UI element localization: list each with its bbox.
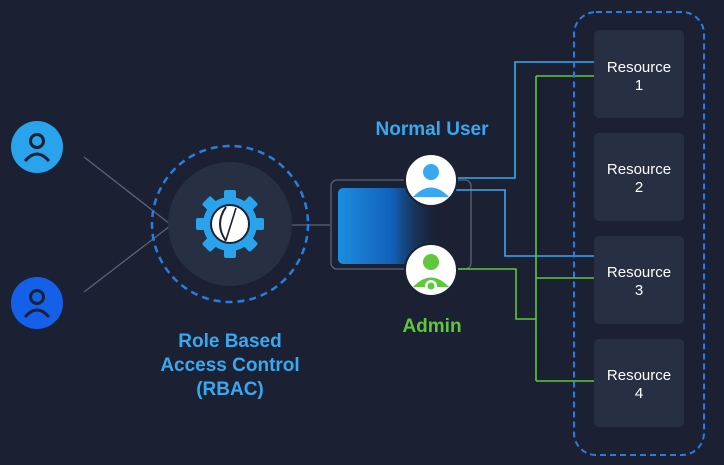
resources-container: Resource 1 Resource 2 Resource 3 Resourc… <box>573 11 705 456</box>
normal-user-node: Normal User <box>376 119 490 207</box>
connector-user-1 <box>83 156 171 225</box>
rbac-label-line-3: (RBAC) <box>196 379 264 400</box>
resource-4-number: 4 <box>635 385 643 402</box>
resource-2-label: Resource <box>607 161 671 178</box>
resource-2-number: 2 <box>635 179 643 196</box>
normal-user-connections <box>456 61 594 257</box>
connector-user-2 <box>83 225 171 293</box>
admin-node: Admin <box>402 243 462 337</box>
rbac-node: Role Based Access Control (RBAC) <box>150 144 310 400</box>
normal-user-label: Normal User <box>376 119 490 140</box>
role-router <box>330 179 472 270</box>
router-block <box>338 188 438 264</box>
resource-3: Resource 3 <box>594 236 684 324</box>
admin-label: Admin <box>402 316 461 337</box>
rbac-label-line-2: Access Control <box>160 355 299 376</box>
user-icon <box>23 133 51 163</box>
resource-3-label: Resource <box>607 264 671 281</box>
normal-user-to-resource-1 <box>456 61 594 179</box>
rbac-dashed-ring <box>150 144 310 304</box>
normal-user-to-resource-3 <box>456 189 594 257</box>
user-icon <box>23 289 51 319</box>
resource-3-number: 3 <box>635 282 643 299</box>
resource-1-number: 1 <box>635 77 643 94</box>
gear-icon <box>196 190 264 258</box>
user-avatar-2 <box>11 277 63 329</box>
user-icon <box>413 164 449 197</box>
resource-4: Resource 4 <box>594 339 684 427</box>
admin-gear-user-icon <box>413 254 449 292</box>
admin-connections <box>456 75 594 382</box>
user-avatar-1 <box>11 121 63 173</box>
resource-1-label: Resource <box>607 59 671 76</box>
admin-stem <box>456 268 536 320</box>
resource-2: Resource 2 <box>594 133 684 221</box>
resources-dashed-border <box>573 11 705 456</box>
rbac-label-line-1: Role Based <box>178 331 281 352</box>
resource-1: Resource 1 <box>594 30 684 118</box>
resource-4-label: Resource <box>607 367 671 384</box>
router-frame <box>330 179 472 270</box>
